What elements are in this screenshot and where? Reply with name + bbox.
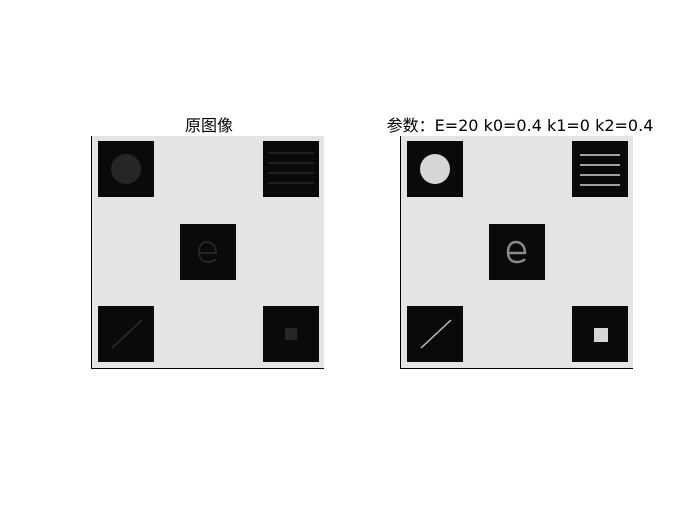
filled-circle-icon	[407, 141, 463, 197]
horizontal-lines-icon	[263, 141, 319, 197]
enhanced-image-axes	[400, 136, 633, 369]
letter-e-icon	[180, 224, 236, 280]
letter-e-icon	[489, 224, 545, 280]
diagonal-line-icon	[407, 306, 463, 362]
original-image-axes	[91, 136, 324, 369]
horizontal-lines-icon	[572, 141, 628, 197]
right-panel-title: 参数：E=20 k0=0.4 k1=0 k2=0.4	[386, 116, 654, 135]
filled-circle-icon	[98, 141, 154, 197]
small-square-icon	[572, 306, 628, 362]
diagonal-line-icon	[98, 306, 154, 362]
small-square-icon	[263, 306, 319, 362]
left-panel-title: 原图像	[184, 116, 233, 135]
